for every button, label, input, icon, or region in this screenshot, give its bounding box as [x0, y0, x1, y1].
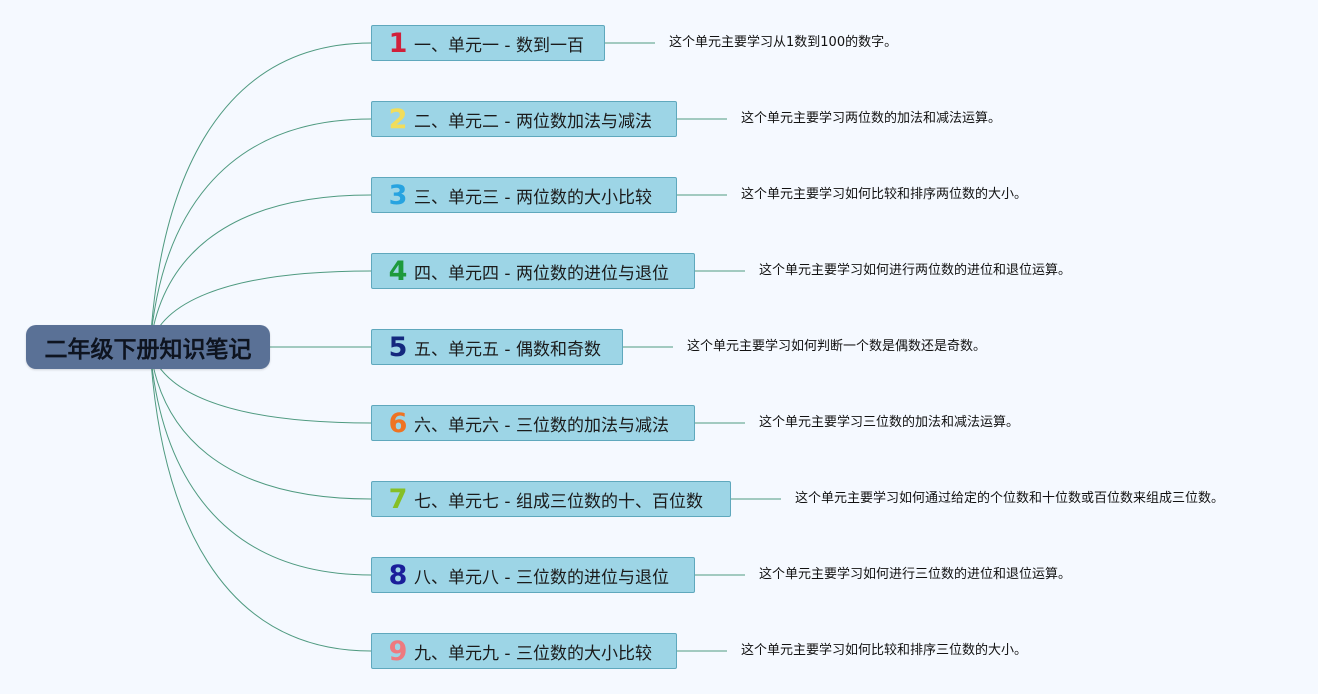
branch-connector: [149, 118, 372, 348]
root-node[interactable]: 二年级下册知识笔记: [26, 325, 270, 369]
number-8-icon: 8: [388, 559, 408, 591]
unit-label: 八、单元八 - 三位数的进位与退位: [414, 567, 669, 588]
unit-node[interactable]: 3 三、单元三 - 两位数的大小比较: [371, 177, 677, 213]
unit-description: 这个单元主要学习如何通过给定的个位数和十位数或百位数来组成三位数。: [795, 491, 1225, 506]
unit-label: 九、单元九 - 三位数的大小比较: [414, 643, 652, 664]
unit-node[interactable]: 5 五、单元五 - 偶数和奇数: [371, 329, 623, 365]
number-2-icon: 2: [388, 103, 408, 135]
branch-connector: [149, 346, 372, 576]
number-5-icon: 5: [388, 331, 408, 363]
unit-label: 一、单元一 - 数到一百: [414, 35, 584, 56]
unit-description: 这个单元主要学习如何比较和排序两位数的大小。: [741, 187, 1028, 202]
number-9-icon: 9: [388, 635, 408, 667]
branch-connector: [149, 346, 372, 500]
number-3-icon: 3: [388, 179, 408, 211]
unit-label: 七、单元七 - 组成三位数的十、百位数: [414, 491, 703, 512]
unit-node[interactable]: 8 八、单元八 - 三位数的进位与退位: [371, 557, 695, 593]
unit-description: 这个单元主要学习如何比较和排序三位数的大小。: [741, 643, 1028, 658]
unit-node[interactable]: 4 四、单元四 - 两位数的进位与退位: [371, 253, 695, 289]
unit-node[interactable]: 2 二、单元二 - 两位数加法与减法: [371, 101, 677, 137]
unit-node[interactable]: 1 一、单元一 - 数到一百: [371, 25, 605, 61]
unit-description: 这个单元主要学习如何进行三位数的进位和退位运算。: [759, 567, 1072, 582]
unit-label: 二、单元二 - 两位数加法与减法: [414, 111, 652, 132]
unit-label: 六、单元六 - 三位数的加法与减法: [414, 415, 669, 436]
branch-connector: [149, 42, 372, 348]
unit-description: 这个单元主要学习如何判断一个数是偶数还是奇数。: [687, 339, 987, 354]
unit-node[interactable]: 6 六、单元六 - 三位数的加法与减法: [371, 405, 695, 441]
unit-description: 这个单元主要学习三位数的加法和减法运算。: [759, 415, 1020, 430]
branch-connector: [149, 346, 372, 652]
number-7-icon: 7: [388, 483, 408, 515]
unit-node[interactable]: 7 七、单元七 - 组成三位数的十、百位数: [371, 481, 731, 517]
unit-description: 这个单元主要学习从1数到100的数字。: [669, 35, 898, 50]
number-6-icon: 6: [388, 407, 408, 439]
number-1-icon: 1: [388, 27, 408, 59]
unit-node[interactable]: 9 九、单元九 - 三位数的大小比较: [371, 633, 677, 669]
unit-label: 三、单元三 - 两位数的大小比较: [414, 187, 652, 208]
unit-label: 五、单元五 - 偶数和奇数: [414, 339, 601, 360]
root-label: 二年级下册知识笔记: [44, 337, 252, 363]
unit-label: 四、单元四 - 两位数的进位与退位: [414, 263, 669, 284]
unit-description: 这个单元主要学习如何进行两位数的进位和退位运算。: [759, 263, 1072, 278]
unit-description: 这个单元主要学习两位数的加法和减法运算。: [741, 111, 1002, 126]
number-4-icon: 4: [388, 255, 408, 287]
